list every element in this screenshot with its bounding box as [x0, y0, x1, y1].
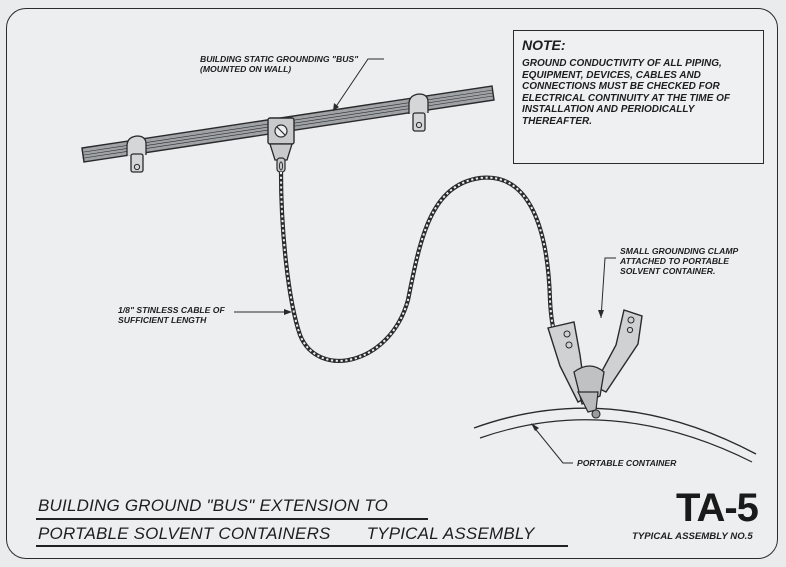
note-body: GROUND CONDUCTIVITY OF ALL PIPING, EQUIP… — [522, 58, 730, 127]
grounding-clamp — [547, 309, 643, 419]
label-leader-lines — [234, 58, 616, 464]
assembly-code: TA-5 — [676, 486, 759, 530]
drawing-title-part-b: TYPICAL ASSEMBLY — [366, 524, 535, 543]
clamp-label: SMALL GROUNDING CLAMP ATTACHED TO PORTAB… — [620, 246, 739, 276]
drawing-title-line-2: PORTABLE SOLVENT CONTAINERS TYPICAL ASSEM… — [38, 524, 535, 544]
note-box: NOTE: GROUND CONDUCTIVITY OF ALL PIPING,… — [513, 30, 764, 164]
stainless-cable — [278, 171, 565, 363]
wall-clip-left — [126, 135, 147, 173]
container-label: PORTABLE CONTAINER — [577, 458, 677, 468]
cable-label: 1/8" STINLESS CABLE OF SUFFICIENT LENGTH — [118, 305, 225, 325]
drawing-title-line-1: BUILDING GROUND "BUS" EXTENSION TO — [38, 496, 389, 515]
portable-container-outline — [473, 407, 757, 463]
title-underline-1 — [36, 518, 428, 520]
bus-clamp — [267, 117, 295, 173]
title-underline-2 — [36, 545, 568, 547]
note-title: NOTE: — [522, 37, 566, 53]
bus-label: BUILDING STATIC GROUNDING "BUS" (MOUNTED… — [200, 54, 359, 74]
assembly-subtitle: TYPICAL ASSEMBLY NO.5 — [632, 531, 753, 542]
drawing-title-part-a: PORTABLE SOLVENT CONTAINERS — [38, 524, 331, 543]
wall-clip-right — [408, 93, 429, 132]
